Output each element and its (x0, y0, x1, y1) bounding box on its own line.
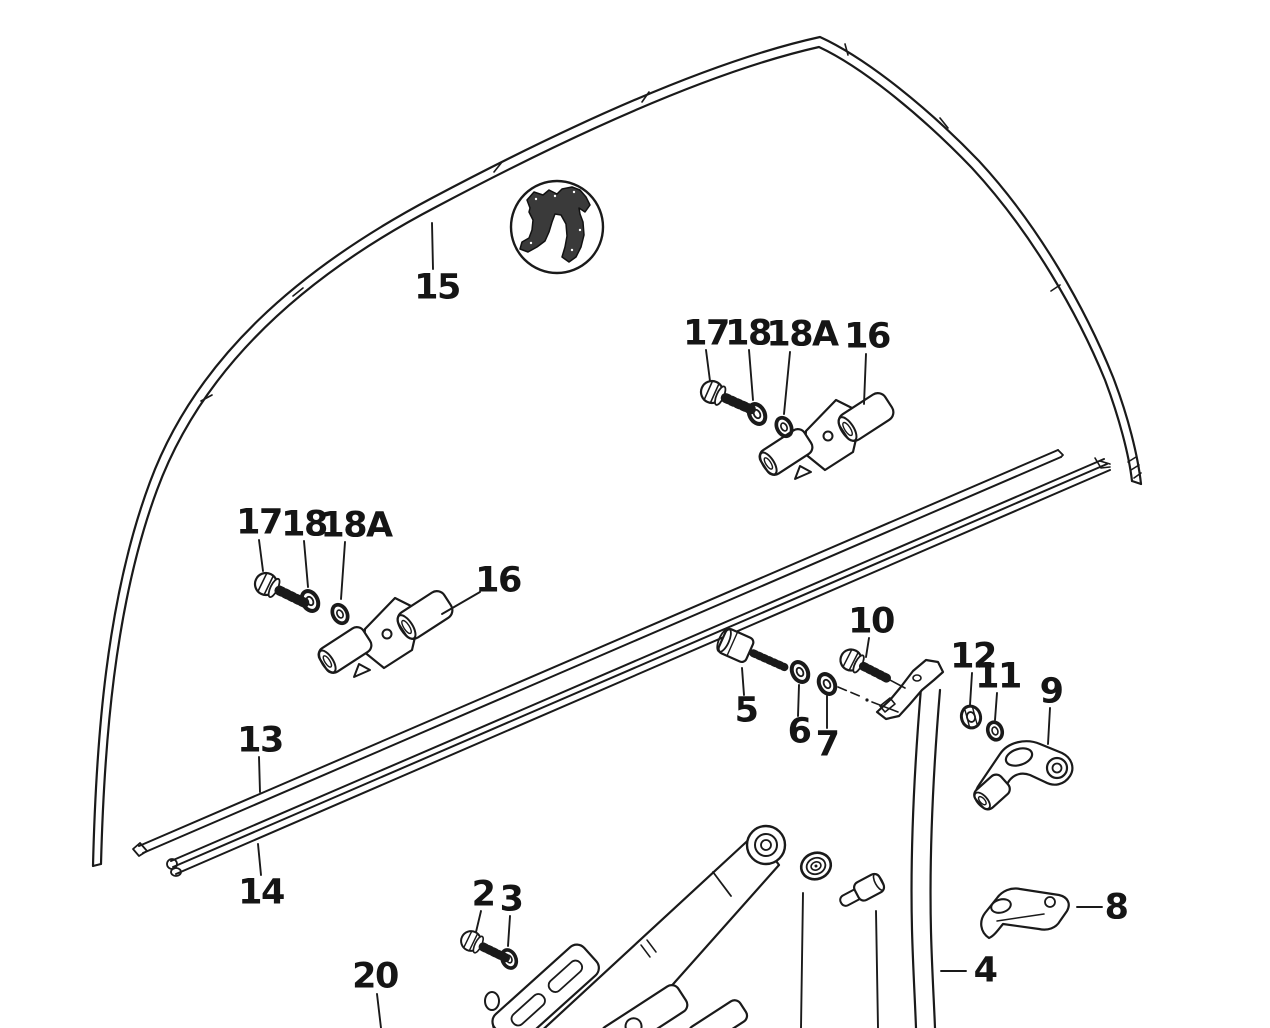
callout-14: 14 (238, 872, 285, 913)
washer-6 (788, 659, 811, 685)
seal-cross-section-inset (509, 179, 605, 275)
callout-17-upper: 17 (683, 313, 730, 354)
nut-12 (959, 704, 983, 730)
callout-11: 11 (975, 656, 1022, 697)
callout-13: 13 (237, 720, 284, 761)
callout-17-left: 17 (236, 502, 283, 543)
roller-pulley (799, 851, 833, 881)
washer-18-upper (745, 401, 768, 427)
washer-7 (815, 671, 838, 697)
glass-channel-strip-14 (166, 457, 1111, 877)
guide-rail-4 (910, 686, 942, 1028)
clamp-bracket-16-upper (755, 388, 898, 481)
callout-6: 6 (787, 711, 812, 752)
callout-15: 15 (414, 267, 461, 308)
callout-20: 20 (352, 956, 399, 997)
clamp-bracket-16-left (314, 586, 457, 679)
callout-12: 12 (950, 636, 997, 677)
callout-5: 5 (734, 690, 759, 731)
callout-16-upper: 16 (844, 316, 891, 357)
callout-18a-upper: 18A (766, 314, 839, 355)
callout-10: 10 (848, 601, 895, 642)
regulator-slotted-plate (484, 943, 600, 1028)
callout-8: 8 (1104, 887, 1129, 928)
washer-18a-upper (771, 413, 797, 441)
guide-bracket-8 (980, 887, 1070, 940)
callout-16-left: 16 (475, 560, 522, 601)
callout-4: 4 (973, 950, 998, 991)
washer-18a-left (327, 600, 353, 628)
seal-profile-shape (519, 186, 591, 263)
link-bracket-9 (973, 740, 1074, 811)
rail-top-bracket (875, 658, 945, 721)
callout-2: 2 (471, 874, 496, 915)
stud-pin (839, 872, 886, 907)
assembly-axis-line (837, 678, 906, 713)
callout-18a-left: 18A (320, 505, 393, 546)
glass-channel-strip-13 (132, 449, 1064, 857)
callout-3: 3 (499, 879, 524, 920)
regulator-base-pieces (600, 984, 749, 1028)
washer-18-left (298, 588, 321, 614)
callout-18-left: 18 (281, 504, 328, 545)
leader-lines (257, 222, 1103, 1028)
frame-tick-marks (200, 43, 1142, 479)
regulator-arm (543, 824, 787, 1028)
window-frame-trim-15 (91, 35, 1143, 868)
bolt-10 (839, 648, 892, 683)
callout-9: 9 (1039, 671, 1064, 712)
callout-18-upper: 18 (725, 313, 772, 354)
callout-7: 7 (815, 724, 840, 765)
washer-11 (985, 720, 1005, 742)
socket-bolt-5 (716, 627, 789, 672)
